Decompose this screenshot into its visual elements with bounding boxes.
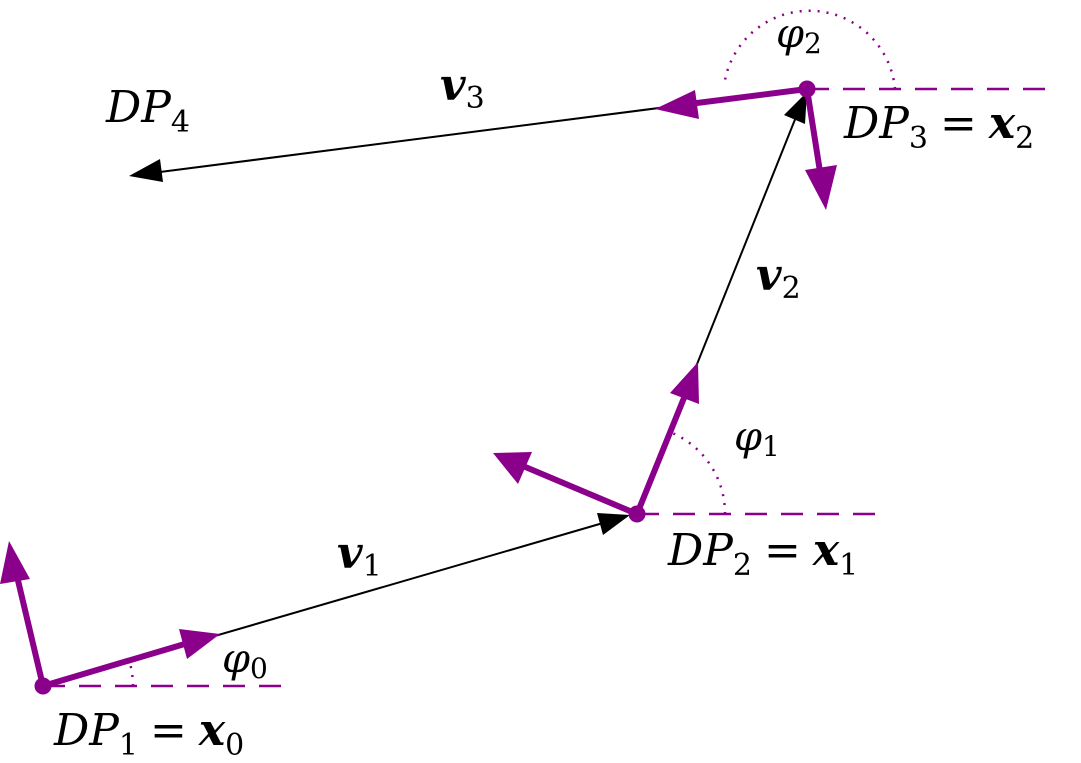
label-dp3: DP3=x2 <box>843 98 1034 156</box>
label-v1: v1 <box>337 528 382 584</box>
point-dp2 <box>628 505 646 523</box>
frame-dp2-normal-shaft <box>521 463 639 517</box>
point-dp1 <box>34 677 52 695</box>
frame-dp3-tangent-arrowhead <box>655 90 699 119</box>
label-dp2: DP2=x1 <box>667 525 858 583</box>
angle-arc-phi1 <box>669 430 727 515</box>
frame-dp3-tangent-shaft <box>688 86 808 107</box>
point-dp3 <box>798 80 816 98</box>
frame-dp1-normal-shaft <box>13 571 46 687</box>
reference-lines <box>43 87 1047 688</box>
frame-dp2-normal-arrowhead <box>493 452 532 484</box>
label-phi0: φ0 <box>222 636 268 685</box>
frame-dp3-normal-arrowhead <box>805 165 837 210</box>
label-v3: v3 <box>440 60 485 116</box>
vector-v1-arrowhead <box>597 513 630 535</box>
vector-v2-arrowhead <box>784 92 807 124</box>
label-phi2: φ2 <box>776 11 822 60</box>
label-v2: v2 <box>756 250 801 306</box>
labels: DP1=x0 DP2=x1 DP3=x2 DP4 v1 v2 v3 φ0 <box>53 11 1034 763</box>
label-phi1: φ1 <box>734 414 780 463</box>
angle-arc-phi0 <box>127 659 135 687</box>
angle-arcs <box>127 9 897 687</box>
label-dp1: DP1=x0 <box>53 705 244 763</box>
frame-dp2-tangent-shaft <box>634 391 689 516</box>
local-frames <box>0 80 837 695</box>
label-dp4: DP4 <box>105 82 190 140</box>
frame-dp1-tangent-shaft <box>42 640 189 689</box>
frame-dp3-normal-shaft <box>804 88 824 179</box>
frame-dp1-tangent-arrowhead <box>179 629 220 659</box>
vector-v3-arrowhead <box>129 159 163 182</box>
frame-dp1-normal-arrowhead <box>0 541 30 584</box>
frame-dp2-tangent-arrowhead <box>670 362 699 404</box>
